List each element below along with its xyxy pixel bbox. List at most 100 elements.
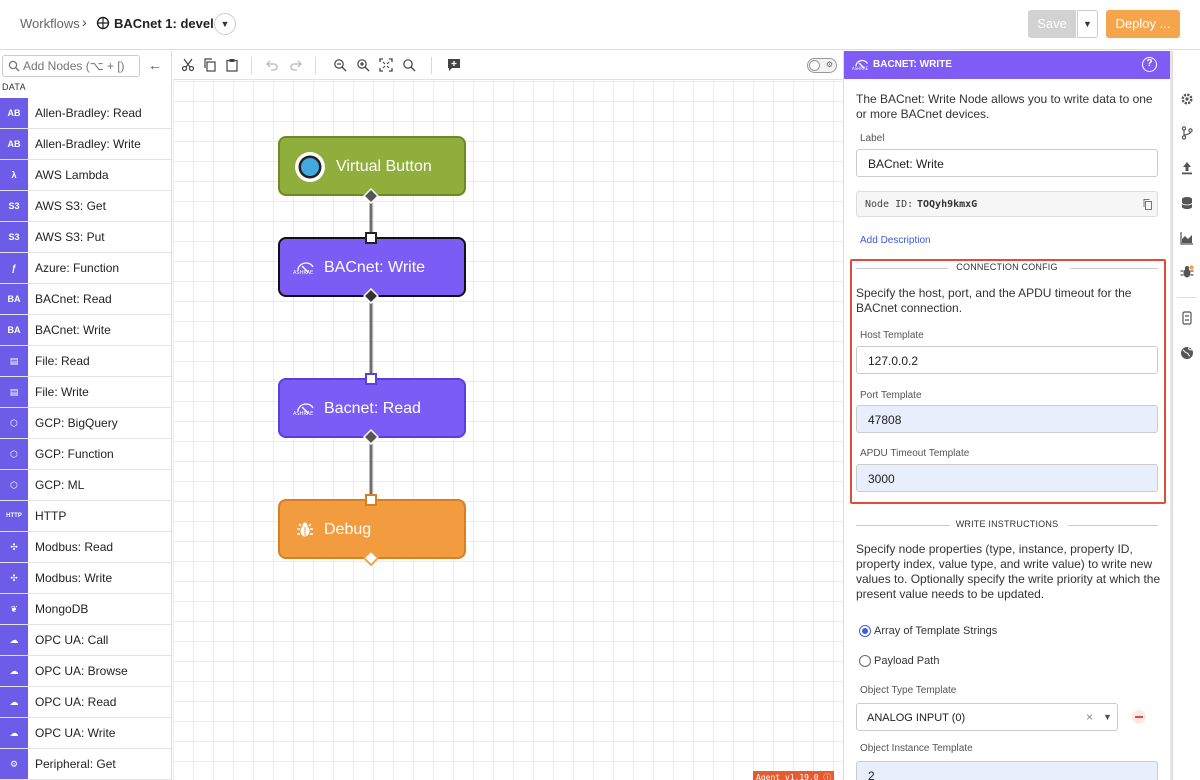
deploy-button[interactable]: Deploy ...: [1106, 10, 1180, 38]
input-port-square[interactable]: [365, 494, 377, 506]
svg-text:ASHRAE: ASHRAE: [293, 411, 313, 417]
object-type-template-label: Object Type Template: [860, 685, 957, 696]
redo-icon[interactable]: [289, 58, 303, 72]
connection-description: Specify the host, port, and the APDU tim…: [856, 286, 1132, 315]
help-icon[interactable]: ?: [1142, 57, 1157, 72]
input-port-square[interactable]: [365, 373, 377, 385]
clear-icon[interactable]: ×: [1086, 710, 1094, 724]
node-type-icon: ✣: [0, 532, 28, 562]
node-palette-item[interactable]: ▤File: Write: [0, 377, 171, 408]
node-palette-item[interactable]: ✣ Modbus: Write: [0, 563, 171, 594]
node-search-input[interactable]: [23, 58, 137, 74]
search-icon: [8, 60, 20, 72]
debug-bug-icon[interactable]: [1180, 265, 1194, 279]
upload-icon[interactable]: [1180, 161, 1194, 175]
undo-icon[interactable]: [265, 58, 279, 72]
node-palette-item[interactable]: ⚙Peripheral: Get: [0, 749, 171, 780]
node-palette-item[interactable]: ☁OPC UA: Browse: [0, 656, 171, 687]
fit-to-screen-icon[interactable]: [379, 58, 393, 72]
breadcrumb-workflows[interactable]: Workflows: [20, 16, 80, 31]
zoom-in-icon[interactable]: [356, 58, 370, 72]
globe-icon[interactable]: [1180, 346, 1194, 360]
workflow-node-virtual-button[interactable]: Virtual Button: [278, 136, 466, 196]
node-palette-item[interactable]: ▤File: Read: [0, 346, 171, 377]
node-palette-item-label: Allen-Bradley: Read: [35, 106, 142, 120]
output-port-diamond[interactable]: [363, 429, 379, 445]
radio-array-of-template-strings[interactable]: [859, 625, 871, 637]
save-options-button[interactable]: ▼: [1077, 10, 1098, 38]
remove-row-icon[interactable]: [1132, 710, 1146, 724]
object-type-select[interactable]: ANALOG INPUT (0) × ▼: [856, 703, 1118, 731]
agent-version-tag[interactable]: Agent v1.19.0 ⓘ: [753, 771, 835, 780]
host-template-input[interactable]: 127.0.0.2: [856, 346, 1158, 374]
input-port-square[interactable]: [365, 232, 377, 244]
storage-icon[interactable]: [1180, 196, 1194, 210]
workflow-dropdown-button[interactable]: ▼: [214, 13, 236, 35]
live-stream-toggle[interactable]: ⚙: [807, 58, 837, 73]
breadcrumb-separator: ›: [82, 14, 87, 30]
label-input[interactable]: BACnet: Write: [856, 149, 1158, 177]
toolbar-divider: [431, 57, 432, 74]
node-palette-item-label: AWS Lambda: [35, 168, 109, 182]
virtual-button-icon: [295, 152, 325, 182]
toolbar-divider: [315, 57, 316, 74]
node-palette-item-label: Modbus: Write: [35, 571, 113, 585]
workflow-canvas[interactable]: Virtual Button ASHRAE BACnet: Write ASHR…: [173, 81, 843, 780]
area-chart-icon[interactable]: [1180, 231, 1194, 245]
node-palette-item[interactable]: ☁ OPC UA: Call: [0, 625, 171, 656]
divider: [1068, 525, 1158, 526]
output-port-diamond[interactable]: [363, 188, 379, 204]
output-port-diamond[interactable]: [363, 288, 379, 304]
node-palette-item[interactable]: ⬡GCP: ML: [0, 470, 171, 501]
node-palette-item[interactable]: ⬡GCP: Function: [0, 439, 171, 470]
node-type-icon: ⬡: [0, 439, 28, 469]
copy-icon[interactable]: [1143, 199, 1152, 210]
panel-header: ASHRAE BACNET: WRITE ?: [844, 51, 1170, 79]
output-port-diamond[interactable]: [363, 550, 379, 566]
add-comment-icon[interactable]: [447, 58, 461, 72]
node-palette-item[interactable]: ⬡GCP: BigQuery: [0, 408, 171, 439]
apdu-timeout-template-label: APDU Timeout Template: [860, 448, 970, 459]
node-palette-item[interactable]: ✣Modbus: Read: [0, 532, 171, 563]
panel-scrollbar[interactable]: [1170, 51, 1172, 780]
node-type-icon: ☁: [0, 625, 28, 655]
node-type-icon: AB: [0, 129, 28, 159]
chevron-down-icon: ▼: [220, 19, 230, 29]
node-palette-item-label: HTTP: [35, 509, 67, 523]
device-connection-icon[interactable]: [1180, 311, 1194, 325]
add-description-link[interactable]: Add Description: [860, 235, 931, 246]
object-instance-template-input[interactable]: 2: [856, 761, 1158, 780]
node-palette-item[interactable]: ☁OPC UA: Write: [0, 718, 171, 749]
save-button[interactable]: Save: [1028, 10, 1076, 38]
node-palette-item[interactable]: ❦MongoDB: [0, 594, 171, 625]
toolbar-divider: [251, 57, 252, 74]
node-search[interactable]: [2, 55, 140, 77]
node-palette-item-label: File: Write: [35, 385, 89, 399]
scissors-icon[interactable]: [181, 58, 195, 72]
radio-payload-path[interactable]: [859, 655, 871, 667]
node-description: The BACnet: Write Node allows you to wri…: [856, 92, 1153, 121]
node-type-icon: ✣: [0, 563, 28, 593]
version-branch-icon[interactable]: [1180, 126, 1194, 140]
gear-icon[interactable]: [1180, 92, 1194, 106]
node-palette-item-label: OPC UA: Call: [35, 633, 109, 647]
search-canvas-icon[interactable]: [402, 58, 416, 72]
collapse-sidebar-arrow-icon[interactable]: ←: [148, 57, 162, 73]
node-type-icon: ☁: [0, 656, 28, 686]
zoom-out-icon[interactable]: [333, 58, 347, 72]
copy-icon[interactable]: [203, 58, 217, 72]
paste-icon[interactable]: [225, 58, 239, 72]
node-palette-item[interactable]: ☁OPC UA: Read: [0, 687, 171, 718]
apdu-timeout-template-input[interactable]: 3000: [856, 464, 1158, 492]
port-template-input[interactable]: 47808: [856, 405, 1158, 433]
chevron-down-icon[interactable]: ▼: [1103, 712, 1112, 722]
